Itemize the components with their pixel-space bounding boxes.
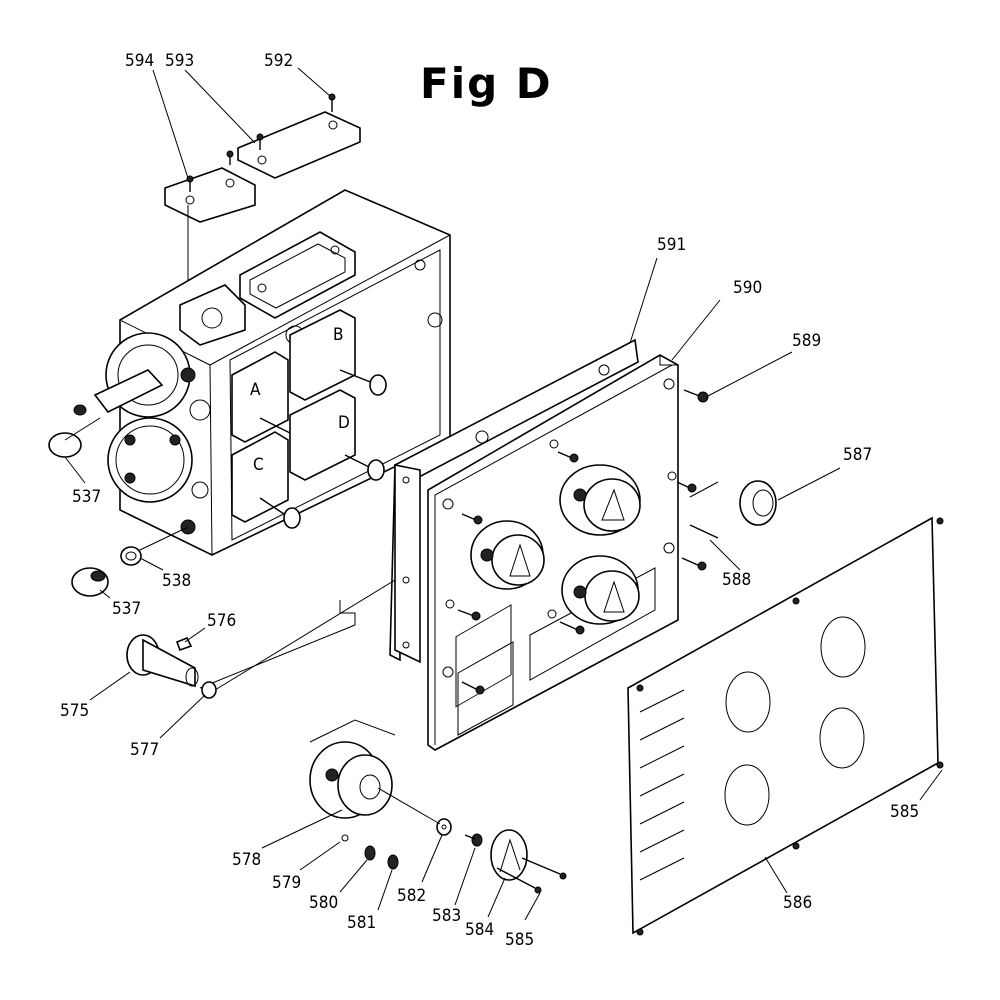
gear-shaft-575: [126, 634, 199, 688]
part-labels: 594 593 592 591 590 589 587 588 537 538 …: [60, 51, 919, 950]
gear-label-d: D: [338, 413, 350, 433]
screw-594: [186, 175, 194, 192]
screw-592: [328, 93, 336, 112]
label-lines: [639, 689, 685, 881]
label-582: 582: [397, 886, 426, 906]
screw-583: [464, 833, 483, 847]
label-588: 588: [722, 570, 751, 590]
label-575: 575: [60, 701, 89, 721]
label-579: 579: [272, 873, 301, 893]
label-580: 580: [309, 893, 338, 913]
label-589: 589: [792, 331, 821, 351]
dial-578: [309, 741, 393, 819]
gear-label-b: B: [333, 325, 344, 345]
gear-label-c: C: [253, 455, 264, 475]
label-583: 583: [432, 906, 461, 926]
label-586: 586: [783, 893, 812, 913]
plug-587: [739, 480, 777, 526]
label-591: 591: [657, 235, 686, 255]
gasket-591: [389, 338, 639, 664]
screw-589: [683, 389, 709, 403]
label-537-lower: 537: [112, 599, 141, 619]
label-584: 584: [465, 920, 494, 940]
spring-579: [341, 834, 349, 842]
dial-upper-left: [470, 520, 545, 590]
dial-upper-right: [559, 464, 641, 536]
washer-582: [436, 818, 452, 836]
label-585-cap: 585: [505, 930, 534, 950]
front-panel-590: [427, 354, 707, 751]
key-576: [175, 636, 193, 652]
dial-lower: [561, 555, 640, 625]
knob-537-upper: [48, 404, 101, 458]
screws-593: [226, 133, 264, 165]
cap-584: [490, 829, 528, 881]
detent-581: [387, 854, 399, 870]
gear-block-c: C: [231, 431, 301, 529]
ring-577: [201, 681, 217, 699]
label-587: 587: [843, 445, 872, 465]
label-585-plate: 585: [890, 802, 919, 822]
label-590: 590: [733, 278, 762, 298]
label-578: 578: [232, 850, 261, 870]
label-576: 576: [207, 611, 236, 631]
gear-label-a: A: [250, 380, 261, 400]
figure-title: Fig D: [420, 59, 553, 108]
leader-lines: [64, 67, 943, 921]
pin-588: [689, 524, 719, 539]
panel-screws: [457, 451, 707, 695]
gear-block-b: B: [289, 309, 387, 401]
screws-585-cap: [496, 857, 567, 894]
label-581: 581: [347, 913, 376, 933]
cover-plate-594: [164, 167, 256, 223]
cover-plate-586: [627, 516, 944, 936]
detent-580: [364, 845, 376, 861]
gear-block-d: D: [289, 389, 385, 481]
gearbox-housing: A B C D: [93, 189, 451, 556]
knob-537-lower: [71, 567, 109, 597]
label-593: 593: [165, 51, 194, 71]
label-537-upper: 537: [72, 487, 101, 507]
label-594: 594: [125, 51, 154, 71]
label-577: 577: [130, 740, 159, 760]
label-592: 592: [264, 51, 293, 71]
cover-plate-593: [237, 111, 361, 179]
washer-538: [120, 546, 142, 566]
label-538: 538: [162, 571, 191, 591]
